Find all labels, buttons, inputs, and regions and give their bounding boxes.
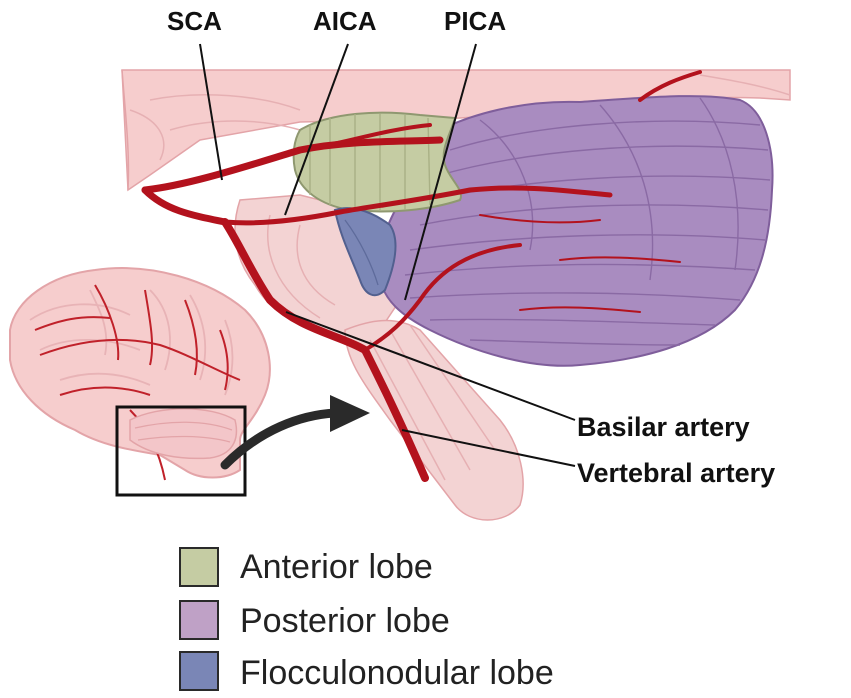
posterior-lobe [378, 95, 774, 367]
pica-label: PICA [444, 6, 506, 36]
brain-side-view-icon [9, 267, 271, 481]
legend-swatch-flocculonodular [179, 651, 219, 691]
legend-item-anterior-lobe: Anterior lobe [179, 547, 433, 587]
flocculonodular-lobe [333, 207, 397, 297]
legend-item-flocculonodular-lobe: Flocculonodular lobe [179, 651, 554, 692]
legend-label-posterior: Posterior lobe [240, 602, 450, 640]
sca-label: SCA [167, 6, 222, 36]
legend-swatch-posterior [179, 600, 219, 640]
arteries [141, 70, 702, 482]
aica-label: AICA [313, 6, 377, 36]
curved-arrow-icon [220, 395, 370, 470]
vertebral-artery-label: Vertebral artery [577, 458, 775, 488]
legend-label-anterior: Anterior lobe [240, 548, 433, 586]
leader-lines [199, 43, 576, 467]
legend-item-posterior-lobe: Posterior lobe [179, 600, 450, 640]
legend-swatch-anterior [179, 547, 219, 587]
legend: Anterior lobe Posterior lobe Flocculonod… [179, 547, 554, 692]
legend-label-flocculonodular: Flocculonodular lobe [240, 654, 554, 692]
basilar-artery-label: Basilar artery [577, 412, 750, 442]
